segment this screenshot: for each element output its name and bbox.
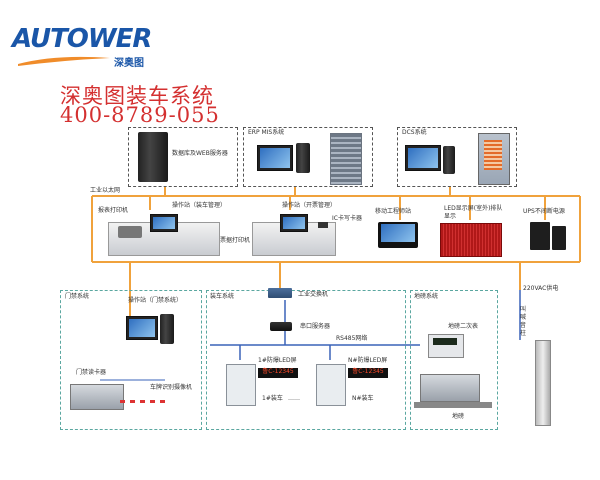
weigh-display-label: 地磅二次表 bbox=[448, 323, 479, 330]
led1-panel: 鲁C-12345 bbox=[258, 368, 298, 378]
db-server-icon bbox=[138, 132, 168, 182]
loading-system-title: 装车系统 bbox=[210, 293, 235, 300]
dcs-box bbox=[397, 127, 517, 187]
gate-barrier-icon bbox=[120, 400, 170, 403]
report-printer-icon bbox=[118, 226, 142, 238]
dcs-tower-icon bbox=[443, 146, 455, 174]
erp-tower-icon bbox=[296, 143, 310, 173]
station-b-label: 操作站（开票管理） bbox=[282, 202, 337, 209]
mobile-station-label: 移动工程师站 bbox=[375, 208, 412, 215]
dcs-cabinet-panel bbox=[484, 140, 502, 170]
gate-tower-icon bbox=[160, 314, 174, 344]
weigh-platform-icon bbox=[414, 402, 492, 408]
gate-operator-label: 操作站（门禁系统） bbox=[128, 297, 183, 304]
ic-reader-icon bbox=[318, 222, 328, 228]
pole-speaker-icon bbox=[535, 340, 551, 426]
station-a-monitor-icon bbox=[150, 214, 178, 232]
dcs-monitor-icon bbox=[405, 145, 441, 171]
logo-subtext: 深奥图 bbox=[114, 58, 144, 69]
led-display-icon bbox=[440, 223, 502, 257]
bayn-meter-icon bbox=[316, 364, 346, 406]
logo-swoosh-icon bbox=[18, 56, 110, 66]
power-label: 220VAC供电 bbox=[523, 285, 559, 292]
dcs-label: DCS系统 bbox=[402, 129, 427, 136]
erp-cabinet-icon bbox=[330, 133, 362, 185]
gate-system-box bbox=[60, 290, 202, 430]
server-box bbox=[128, 127, 238, 187]
switch-label: 工业交换机 bbox=[298, 291, 329, 298]
ups-label: UPS不间断电源 bbox=[523, 208, 565, 215]
ups-icon bbox=[530, 222, 550, 250]
serial-server-icon bbox=[270, 322, 292, 331]
pole-label: 叫喊音柱 bbox=[520, 306, 527, 337]
phone-number: 400-8789-055 bbox=[60, 103, 220, 127]
ledn-label: N#防爆LED屏 bbox=[348, 357, 388, 364]
autower-logo: AUTOWER 深奥图 bbox=[10, 20, 160, 72]
ticket-printer-label: 票据打印机 bbox=[220, 237, 251, 244]
loading-system-box bbox=[206, 290, 406, 430]
gate-truck-icon bbox=[70, 384, 124, 410]
gate-system-title: 门禁系统 bbox=[65, 293, 90, 300]
bayn-label: N#装车 bbox=[352, 395, 374, 402]
rs485-label: RS485网络 bbox=[336, 335, 368, 342]
laptop-icon bbox=[378, 222, 418, 248]
led-display-label: LED显示屏(室外)排队显示 bbox=[444, 205, 503, 220]
weigh-scale-label: 地磅 bbox=[452, 413, 465, 420]
ethernet-label: 工业以太网 bbox=[90, 187, 121, 194]
weigh-display-icon bbox=[428, 334, 464, 358]
erp-label: ERP MIS系统 bbox=[248, 129, 285, 136]
erp-box bbox=[243, 127, 373, 187]
ups-icon-2 bbox=[552, 226, 566, 250]
bay1-label: 1#装车 bbox=[262, 395, 283, 402]
weigh-system-title: 地磅系统 bbox=[414, 293, 439, 300]
led1-label: 1#防爆LED屏 bbox=[258, 357, 297, 364]
station-a-label: 操作站（装车管理） bbox=[172, 202, 227, 209]
weigh-truck-icon bbox=[420, 374, 480, 402]
station-b-monitor-icon bbox=[280, 214, 308, 232]
ic-reader-label: IC卡写卡器 bbox=[332, 215, 362, 222]
db-server-label: 数据库及WEB服务器 bbox=[172, 150, 228, 157]
ledn-panel: 鲁C-12345 bbox=[348, 368, 388, 378]
serial-server-label: 串口服务器 bbox=[300, 323, 331, 330]
plate-camera-label: 车牌识别摄像机 bbox=[150, 384, 193, 391]
report-printer-label: 报表打印机 bbox=[98, 207, 129, 214]
weigh-system-box bbox=[410, 290, 498, 430]
gate-card-reader-label: 门禁读卡器 bbox=[76, 369, 107, 376]
switch-icon bbox=[268, 288, 292, 298]
bay1-meter-icon bbox=[226, 364, 256, 406]
gate-monitor-icon bbox=[126, 316, 158, 340]
headline: 深奥图装车系统 bbox=[60, 84, 214, 108]
erp-monitor-icon bbox=[257, 145, 293, 171]
dots-label: …… bbox=[288, 395, 300, 402]
logo-wordmark: AUTOWER bbox=[12, 24, 152, 54]
